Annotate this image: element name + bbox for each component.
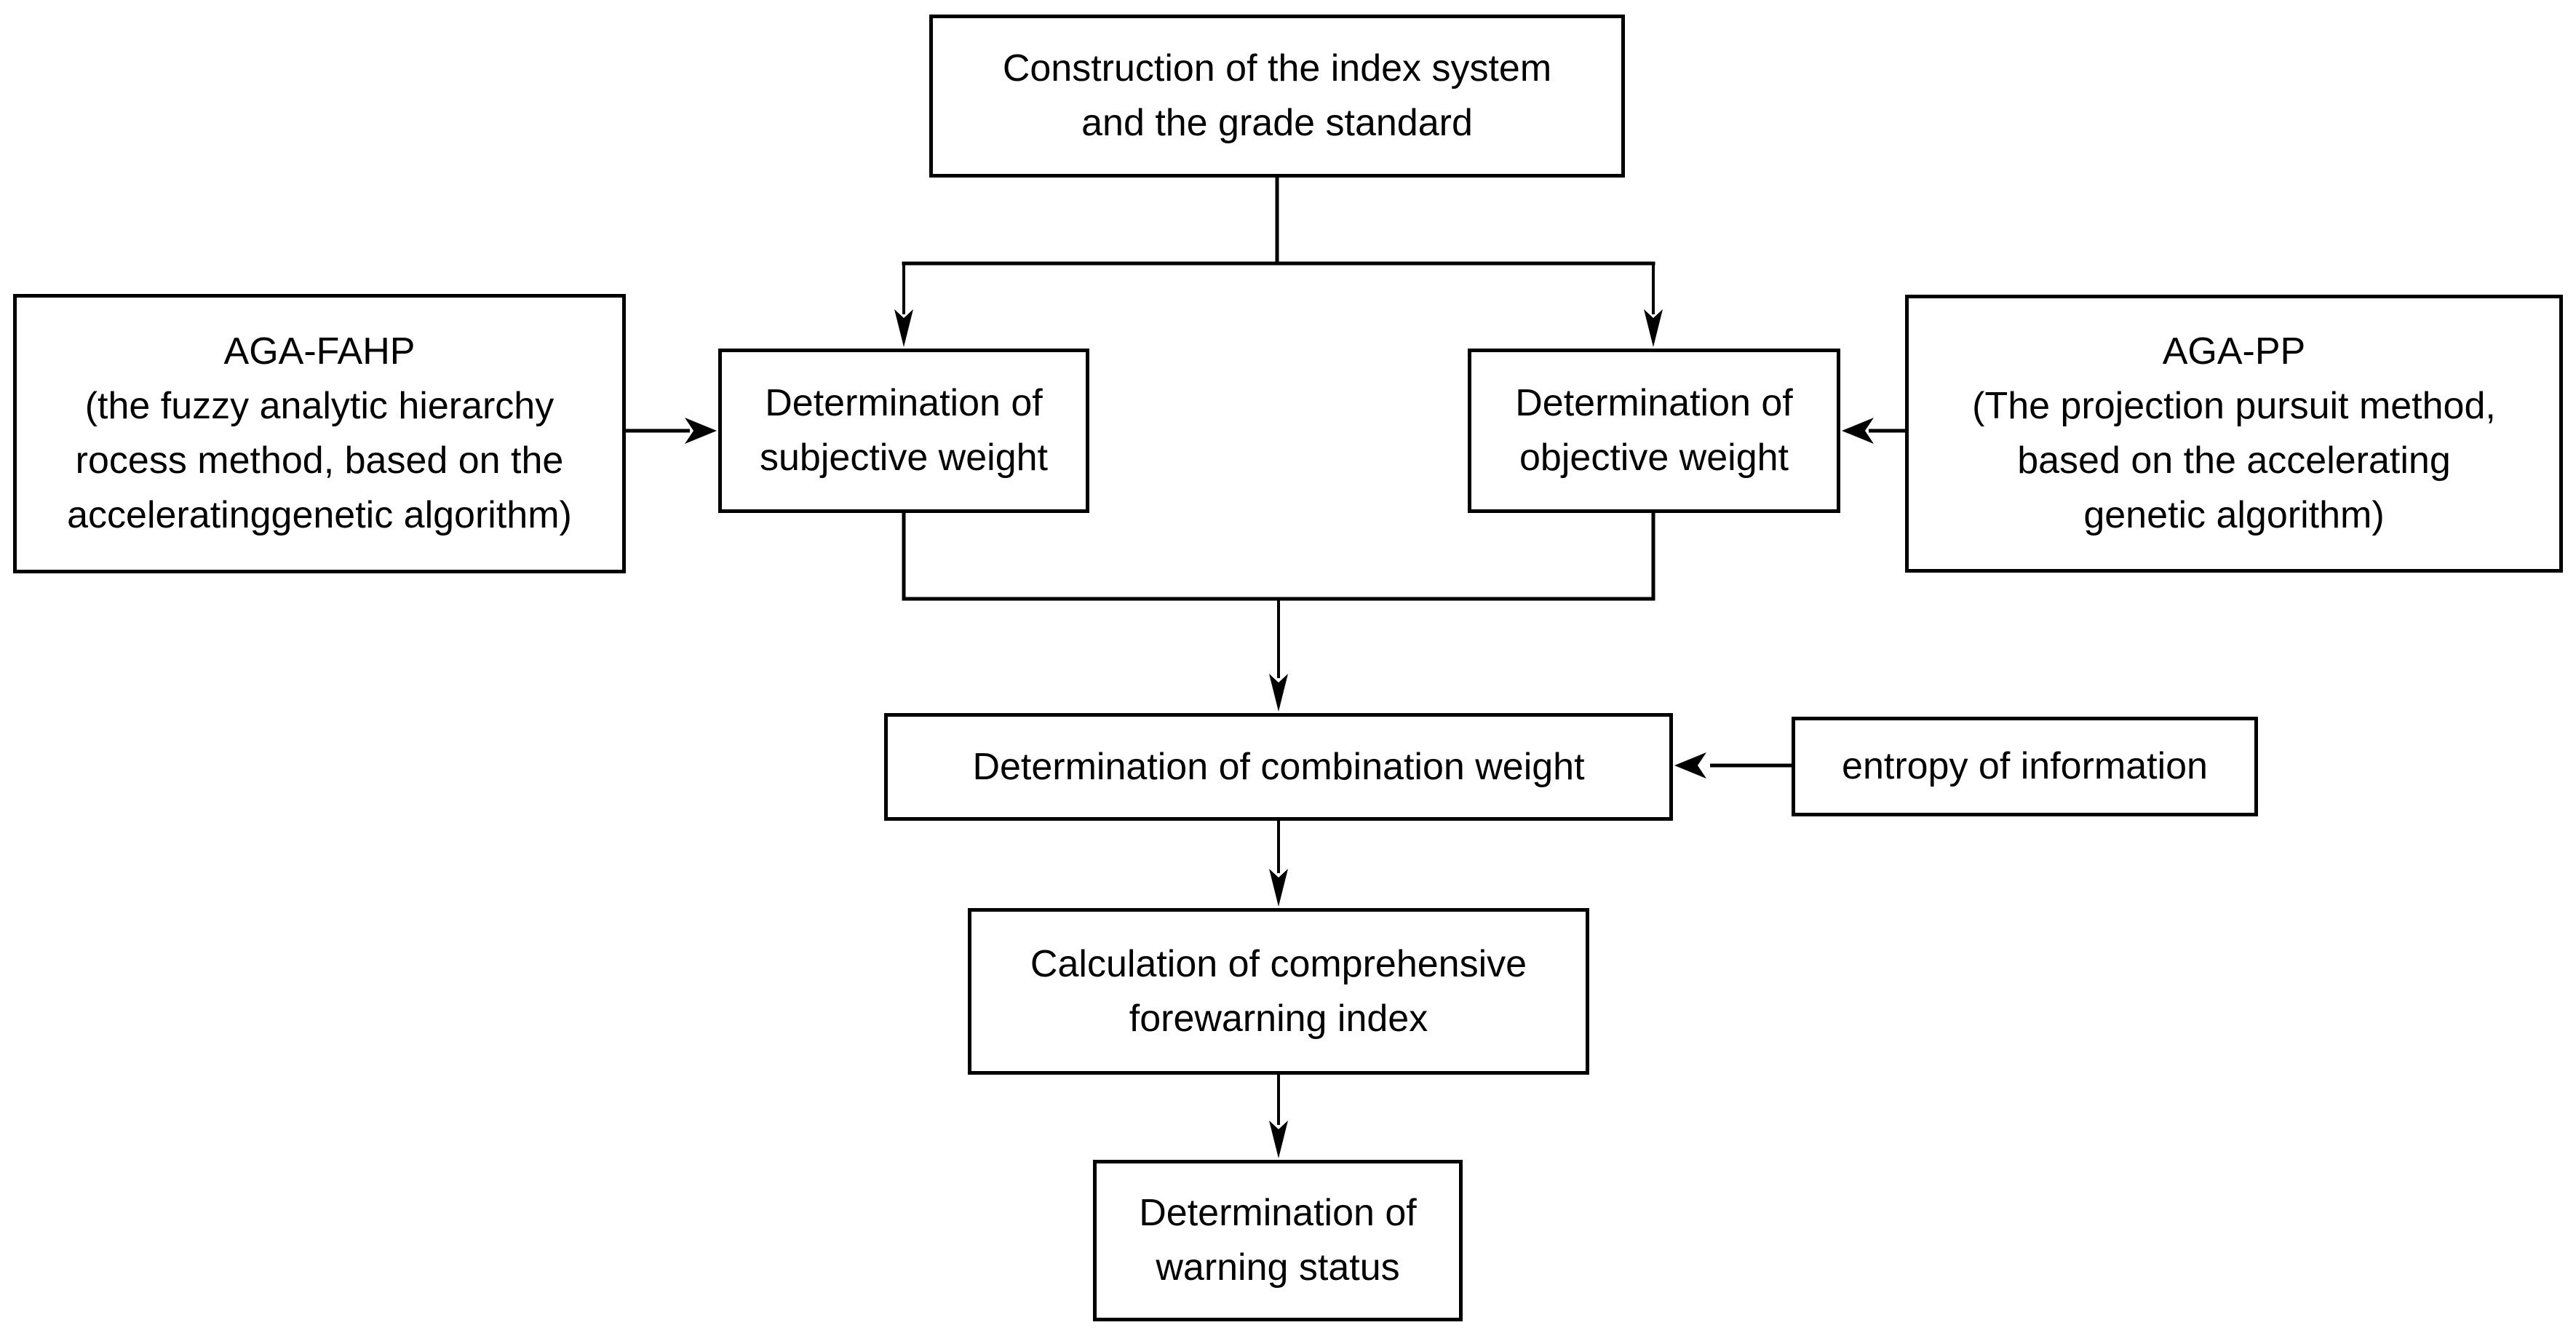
arrowhead-entropy-icon [1674, 752, 1706, 779]
node-aga-pp: AGA-PP (The projection pursuit method, b… [1905, 295, 2563, 573]
arrowhead-agafahp-icon [685, 418, 717, 444]
arrowhead-into-objective-icon [1644, 309, 1663, 347]
arrowhead-agapp-icon [1842, 418, 1874, 444]
node-entropy-of-information: entropy of information [1792, 717, 2258, 816]
arrowhead-into-subjective-icon [894, 309, 913, 347]
node-comprehensive-forewarning-index: Calculation of comprehensive forewarning… [968, 908, 1589, 1075]
node-aga-fahp: AGA-FAHP (the fuzzy analytic hierarchy r… [13, 294, 626, 573]
node-objective-weight: Determination of objective weight [1468, 349, 1840, 513]
node-combination-weight: Determination of combination weight [884, 713, 1673, 821]
node-warning-status: Determination of warning status [1093, 1160, 1463, 1321]
arrowhead-into-combination-icon [1269, 674, 1288, 712]
node-construction-index-system: Construction of the index system and the… [929, 15, 1625, 178]
arrowhead-into-calculation-icon [1269, 869, 1288, 907]
arrowhead-into-warning-icon [1269, 1121, 1288, 1158]
node-subjective-weight: Determination of subjective weight [718, 349, 1089, 513]
